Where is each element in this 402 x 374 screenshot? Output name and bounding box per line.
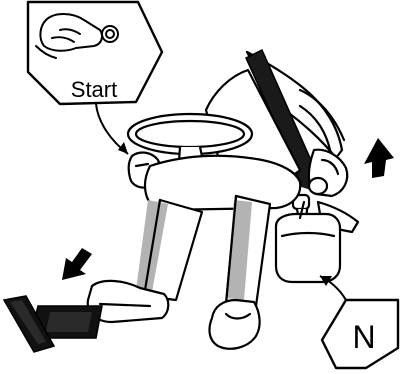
start-label: Start <box>71 77 117 102</box>
driver-right-shoe <box>210 300 260 349</box>
gear-callout: N <box>320 276 398 368</box>
gear-shift-hand <box>309 150 347 196</box>
neutral-gear-icon: N <box>352 319 375 355</box>
driver-right-leg <box>226 196 270 306</box>
driver-left-leg <box>136 200 202 300</box>
up-arrow-icon <box>364 138 394 178</box>
down-arrow-icon <box>62 248 92 280</box>
